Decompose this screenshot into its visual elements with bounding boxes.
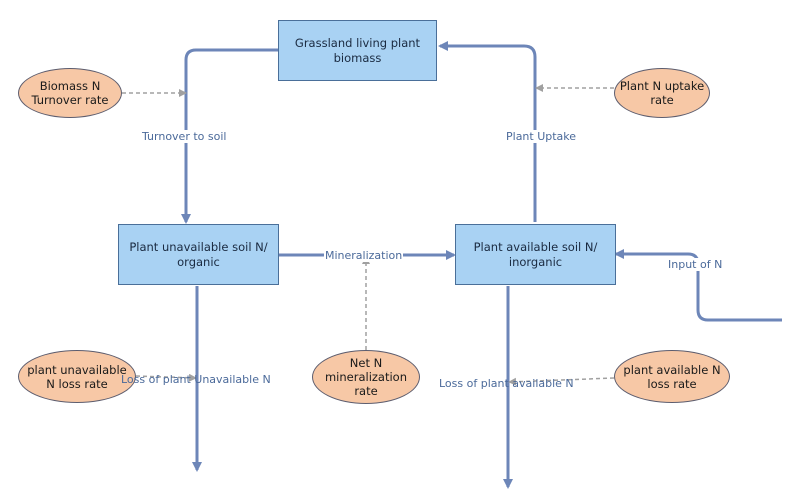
loss-unavailable-flow-label: Loss of plant Unavailable N bbox=[121, 373, 271, 386]
biomass-stock[interactable]: Grassland living plant biomass bbox=[278, 20, 437, 81]
uptake-rate-variable[interactable]: Plant N uptake rate bbox=[614, 68, 710, 118]
mineralization-flow-label: Mineralization bbox=[324, 249, 404, 262]
net-mineralization-rate-variable[interactable]: Net N mineralization rate bbox=[312, 350, 420, 404]
turnover-flow-arrow bbox=[181, 48, 278, 224]
input-flow-label: Input of N bbox=[667, 258, 724, 271]
available-loss-rate-variable[interactable]: plant available N loss rate bbox=[614, 350, 730, 403]
available-loss-rate-link bbox=[508, 377, 615, 386]
loss-available-flow-label: Loss of plant available N bbox=[439, 377, 574, 390]
unavailable-loss-rate-link bbox=[135, 373, 197, 382]
uptake-flow-label: Plant Uptake bbox=[505, 130, 578, 143]
biomass-turnover-rate-variable[interactable]: Biomass N Turnover rate bbox=[18, 68, 122, 118]
uptake-flow-arrow bbox=[438, 41, 537, 222]
available-soil-n-stock[interactable]: Plant available soil N/ inorganic bbox=[455, 224, 616, 285]
unavailable-loss-rate-variable[interactable]: plant unavailable N loss rate bbox=[18, 350, 136, 403]
unavailable-soil-n-stock[interactable]: Plant unavailable soil N/ organic bbox=[118, 224, 279, 285]
input-flow-arrow bbox=[614, 249, 782, 322]
turnover-flow-label: Turnover to soil bbox=[141, 130, 228, 143]
